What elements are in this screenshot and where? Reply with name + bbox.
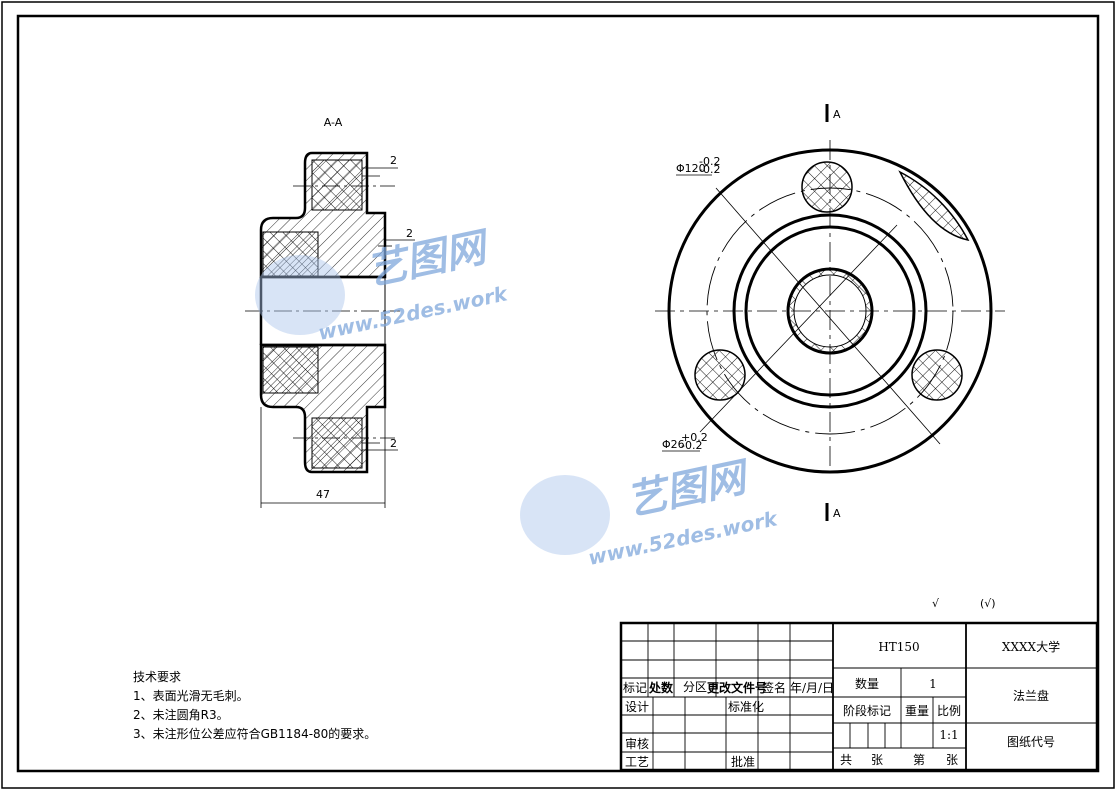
tech-requirements-title: 技术要求 (133, 670, 182, 684)
dim-outer-tol-upper: -0.2 (699, 155, 720, 168)
svg-text:法兰盘: 法兰盘 (1013, 688, 1049, 703)
svg-text:标记: 标记 (623, 681, 647, 695)
dim-hole-diameter: Φ26 (662, 438, 685, 451)
svg-text:审核: 审核 (625, 736, 649, 751)
svg-text:设计: 设计 (625, 700, 649, 714)
dim-outer-tol-lower: -0.2 (699, 163, 720, 176)
svg-text:张: 张 (871, 753, 883, 767)
dim-top-step: 2 (390, 154, 397, 167)
roughness-note: (√) (980, 597, 996, 610)
svg-text:分区: 分区 (683, 680, 707, 694)
dim-outer-diameter: Φ120 (676, 162, 706, 175)
tech-requirement-item: 2、未注圆角R3。 (133, 708, 229, 722)
svg-text:第: 第 (913, 753, 925, 767)
section-view: A-A 2 2 2 47 (245, 116, 415, 508)
dim-bottom-step: 2 (390, 437, 397, 450)
svg-text:比例: 比例 (937, 704, 961, 718)
dim-hole-tol-upper: +0.2 (681, 431, 708, 444)
front-view (655, 104, 1005, 521)
svg-text:阶段标记: 阶段标记 (843, 703, 891, 718)
svg-text:www.52des.work: www.52des.work (316, 281, 511, 345)
tech-requirements: 技术要求 1、表面光滑无毛刺。 2、未注圆角R3。 3、未注形位公差应符合GB1… (133, 668, 376, 744)
svg-text:1: 1 (929, 677, 937, 691)
title-block-text: 标记 处数 分区 更改文件号 签名 年/月/日 设计 标准化 审核 工艺 批准 … (623, 639, 1060, 769)
section-mark-bottom: A (833, 507, 841, 520)
svg-text:1:1: 1:1 (939, 728, 958, 742)
svg-text:批准: 批准 (731, 754, 755, 769)
dim-hole-tol-lower: -0.2 (681, 439, 702, 452)
section-label: A-A (324, 116, 343, 129)
tech-requirement-item: 3、未注形位公差应符合GB1184-80的要求。 (133, 727, 377, 741)
svg-text:共: 共 (840, 753, 852, 767)
svg-text:张: 张 (946, 753, 958, 767)
tech-requirement-item: 1、表面光滑无毛刺。 (133, 689, 249, 703)
svg-text:www.52des.work: www.52des.work (586, 506, 781, 570)
dim-mid-step: 2 (406, 227, 413, 240)
svg-text:图纸代号: 图纸代号 (1007, 735, 1055, 749)
svg-text:HT150: HT150 (878, 640, 919, 654)
svg-text:标准化: 标准化 (728, 700, 764, 714)
roughness-symbol: √ (932, 597, 940, 610)
svg-text:XXXX大学: XXXX大学 (1002, 639, 1060, 654)
inner-frame (16, 14, 1100, 773)
svg-text:处数: 处数 (648, 680, 674, 695)
svg-text:签名: 签名 (762, 680, 786, 695)
svg-text:更改文件号: 更改文件号 (707, 680, 767, 695)
section-mark-top: A (833, 108, 841, 121)
svg-text:工艺: 工艺 (625, 755, 649, 769)
title-block (619, 621, 1099, 772)
svg-text:数量: 数量 (855, 676, 879, 691)
dim-width: 47 (316, 488, 330, 501)
svg-text:重量: 重量 (905, 704, 929, 718)
svg-text:年/月/日: 年/月/日 (790, 681, 834, 695)
